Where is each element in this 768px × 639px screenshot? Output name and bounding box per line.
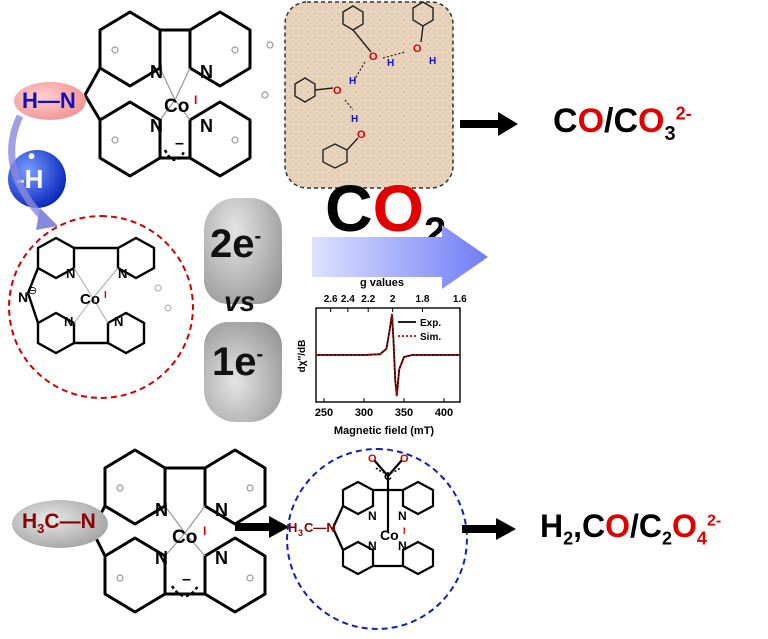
epr-g-tick-label: 2.2 [361,294,375,305]
svg-text:I: I [403,526,406,536]
top-co-ox: I [194,93,197,107]
hn-oval [14,82,86,120]
one-electron: 1e- [212,340,264,384]
svg-text:Co: Co [172,527,197,548]
svg-text:Co: Co [380,527,399,543]
epr-g-tick-label: 2.4 [341,294,355,305]
top-co-label: Co [164,96,189,117]
bottom-complex: N N N N Co I – [90,448,267,614]
hn-label: H—N [22,88,76,113]
svg-text:N: N [66,266,75,281]
svg-text:N: N [368,509,377,523]
svg-text:O: O [368,453,377,465]
svg-text:N: N [150,116,163,136]
curved-arrow [8,114,58,230]
svg-text:⊖: ⊖ [28,285,37,297]
svg-text:N: N [150,62,163,82]
bottom-arrow-2 [462,518,516,540]
adduct-complex: O O C N N N N Co I H 3 C—N [288,453,435,576]
epr-g-tick-label: 1.6 [453,294,467,305]
top-complex: N N N N Co I – [83,10,274,178]
svg-text:N: N [200,62,213,82]
two-electron: 2e- [210,222,262,266]
svg-text:N: N [200,116,213,136]
svg-text:O: O [357,129,366,141]
bottom-arrow-1 [235,516,289,538]
epr-g-tick-label: 2.6 [324,294,338,305]
epr-xlabel: Magnetic field (mT) [334,425,435,437]
svg-text:N: N [114,314,123,329]
bottom-product: H2,CO/C2O42- [540,508,722,549]
phenol-box: O H O H O H O H [284,1,454,189]
top-ring-2 [188,10,252,88]
svg-text:N: N [215,500,228,520]
svg-text:N: N [398,539,407,553]
legend-exp-label: Exp. [420,318,441,329]
methyl-label: H3C—N [22,510,96,537]
svg-text:O: O [413,43,422,55]
epr-x-tick-label: 250 [315,407,333,419]
circle-complex: N N N N N ⊖ Co I [18,236,172,355]
svg-text:C—N: C—N [304,520,336,535]
svg-text:N: N [155,548,168,568]
legend-sim-label: Sim. [420,332,441,343]
epr-series-sim [316,313,460,397]
svg-text:N: N [64,314,73,329]
glove-bottom [204,322,282,422]
svg-text:H: H [288,520,297,535]
hydrogen-dot: • [28,146,36,168]
svg-text:–: – [175,135,184,152]
svg-text:H: H [387,58,394,69]
epr-x-tick-label: 400 [435,407,453,419]
vs-label: vs [224,286,256,317]
epr-ylabel: dχ''/dB [297,340,308,373]
svg-text:C: C [384,471,392,483]
epr-x-tick-label: 300 [355,407,373,419]
svg-text:H: H [349,76,356,87]
svg-text:N: N [368,539,377,553]
top-ring-3 [98,100,162,178]
top-ring-4 [188,100,252,178]
svg-text:N: N [18,289,28,305]
svg-text:I: I [203,524,206,538]
svg-text:O: O [400,453,409,465]
epr-top-title: g values [360,277,404,289]
svg-text:–: – [182,571,191,588]
blue-circle [286,448,468,630]
top-product: CO/CO32- [553,102,692,145]
svg-text:N: N [398,509,407,523]
co2-label: CO2 [325,171,447,255]
methyl-oval [12,500,108,548]
svg-text:N: N [118,266,127,281]
epr-x-tick-label: 350 [395,407,413,419]
svg-text:N: N [155,500,168,520]
svg-text:H: H [351,114,358,125]
svg-text:O: O [333,85,342,97]
svg-text:H: H [429,56,436,67]
epr-g-tick-label: 1.8 [416,294,430,305]
glove-top [204,198,282,304]
epr-g-tick-label: 2 [390,294,396,305]
top-product-arrow [460,112,518,136]
svg-text:I: I [104,290,107,301]
red-circle [8,215,194,399]
svg-text:3: 3 [298,528,303,538]
co2-arrow [312,225,488,289]
svg-text:N: N [215,548,228,568]
svg-text:Co: Co [80,291,100,308]
svg-text:O: O [369,51,378,63]
